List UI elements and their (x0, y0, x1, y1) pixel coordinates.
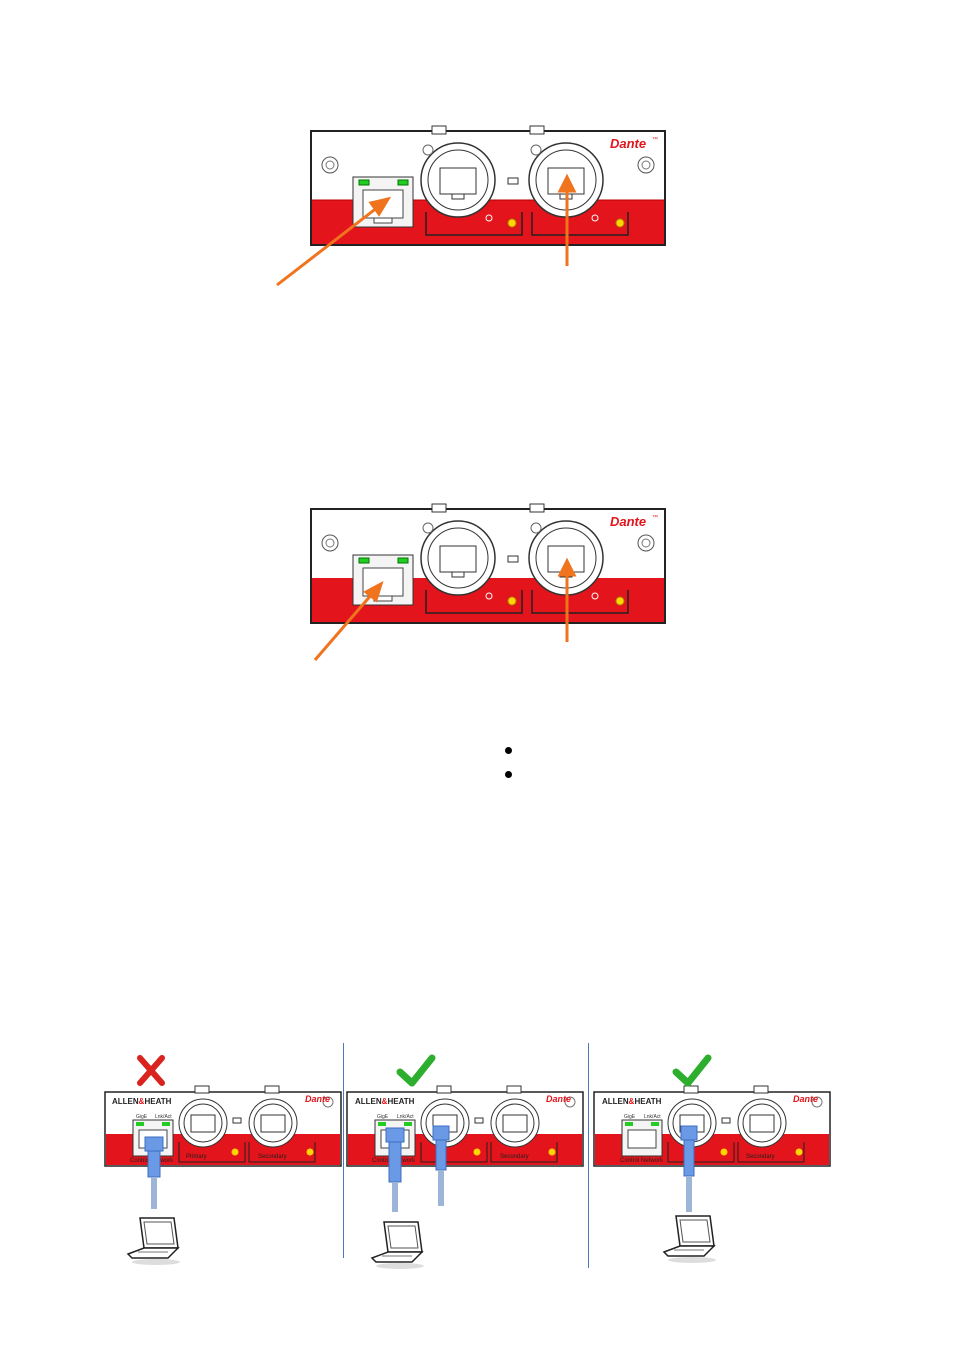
bullet-dot (505, 747, 512, 754)
arrow-to-control-port (315, 594, 372, 660)
gige-label: GigE (377, 1114, 389, 1120)
scenario-panel-1: ALLEN&HEATH Dante GigE Lnk/Act Control N… (105, 1058, 341, 1265)
laptop-icon (664, 1216, 716, 1263)
check-icon (400, 1058, 432, 1083)
brand-label: ALLEN&HEATH (112, 1097, 172, 1106)
network-cable (145, 1137, 163, 1209)
secondary-label: Secondary (500, 1154, 529, 1160)
secondary-label: Secondary (746, 1154, 775, 1160)
connection-scenarios: ALLEN&HEATH Dante GigE Lnk/Act Control N… (0, 1040, 953, 1280)
dante-logo: Dante (546, 1094, 571, 1104)
lnk-act-label: Lnk/Act (397, 1114, 414, 1120)
arrow-head (560, 177, 574, 191)
arrow-head (560, 561, 574, 575)
arrow-to-control-port (277, 207, 378, 285)
gige-label: GigE (624, 1114, 636, 1120)
lnk-act-label: Lnk/Act (644, 1114, 661, 1120)
lnk-act-label: Lnk/Act (155, 1114, 172, 1120)
arrows-figure-1 (0, 0, 953, 300)
control-network-label: Control Network (620, 1158, 664, 1164)
network-cable (681, 1126, 697, 1212)
dante-logo: Dante (793, 1094, 818, 1104)
brand-label: ALLEN&HEATH (355, 1097, 415, 1106)
scenario-panel-3: ALLEN&HEATH Dante GigE Lnk/Act Control N… (594, 1058, 830, 1263)
network-cable (386, 1128, 404, 1212)
dante-logo: Dante (305, 1094, 330, 1104)
arrows-figure-2 (0, 500, 953, 670)
check-icon (676, 1058, 708, 1083)
laptop-icon (372, 1222, 424, 1269)
secondary-label: Secondary (258, 1154, 287, 1160)
brand-label: ALLEN&HEATH (602, 1097, 662, 1106)
bullet-dot (505, 771, 512, 778)
cross-icon (140, 1058, 162, 1083)
gige-label: GigE (136, 1114, 148, 1120)
scenario-panel-2: ALLEN&HEATH Dante GigE Lnk/Act Control N… (347, 1058, 583, 1269)
primary-label: Primary (186, 1154, 207, 1160)
laptop-icon (128, 1218, 180, 1265)
